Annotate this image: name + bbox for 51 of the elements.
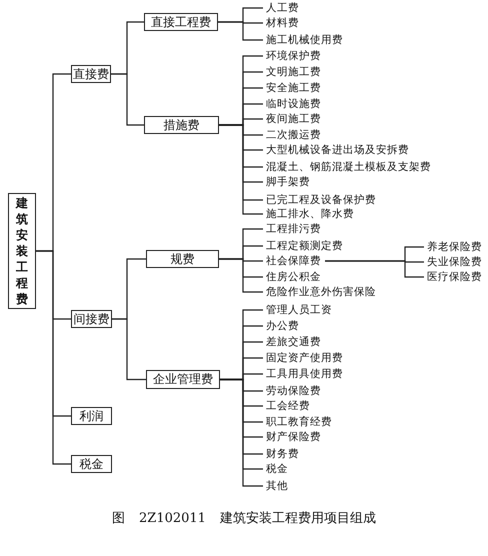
category-box: 利润 xyxy=(71,407,112,425)
item-label: 材料费 xyxy=(266,16,299,30)
item-label: 职工教育经费 xyxy=(266,415,332,429)
item-label: 社会保障费 xyxy=(266,254,321,268)
root-box: 建筑安装工程费 xyxy=(8,193,36,309)
figure-caption: 图 2Z102011 建筑安装工程费用项目组成 xyxy=(110,510,378,527)
category-box: 措施费 xyxy=(144,116,219,134)
item-label: 其他 xyxy=(266,479,288,493)
item-label: 文明施工费 xyxy=(266,65,321,79)
item-label: 财产保险费 xyxy=(266,430,321,444)
item-label: 施工排水、降水费 xyxy=(266,207,354,221)
category-box: 间接费 xyxy=(71,310,112,328)
category-box: 规费 xyxy=(146,250,219,268)
item-label: 工程排污费 xyxy=(266,222,321,236)
item-label: 固定资产使用费 xyxy=(266,351,343,365)
item-label: 养老保险费 xyxy=(427,240,482,254)
connector-line xyxy=(36,250,71,465)
category-box: 直接费 xyxy=(71,65,111,83)
connector-line xyxy=(325,260,424,278)
item-label: 工具用具使用费 xyxy=(266,367,343,381)
category-box: 税金 xyxy=(71,455,112,473)
item-label: 办公费 xyxy=(266,319,299,333)
connector-line xyxy=(218,21,263,41)
item-label: 人工费 xyxy=(266,1,299,15)
item-label: 工程定额测定费 xyxy=(266,239,343,253)
item-label: 工会经费 xyxy=(266,399,310,413)
item-label: 失业保险费 xyxy=(427,255,482,269)
item-label: 脚手架费 xyxy=(266,175,310,189)
item-label: 差旅交通费 xyxy=(266,335,321,349)
item-label: 二次搬运费 xyxy=(266,128,321,142)
connector-line xyxy=(112,318,146,380)
item-label: 危险作业意外伤害保险 xyxy=(266,285,376,299)
item-label: 税金 xyxy=(266,462,288,476)
item-label: 住房公积金 xyxy=(266,270,321,284)
connector-line xyxy=(219,124,263,215)
item-label: 混凝土、钢筋混凝土模板及支架费 xyxy=(266,160,431,174)
item-label: 夜间施工费 xyxy=(266,112,321,126)
item-label: 财务费 xyxy=(266,447,299,461)
item-label: 劳动保险费 xyxy=(266,384,321,398)
item-label: 已完工程及设备保护费 xyxy=(266,193,376,207)
item-label: 临时设施费 xyxy=(266,97,321,111)
item-label: 安全施工费 xyxy=(266,81,321,95)
item-label: 管理人员工资 xyxy=(266,303,332,317)
category-box: 直接工程费 xyxy=(144,13,218,31)
connector-line xyxy=(111,73,144,126)
item-label: 施工机械使用费 xyxy=(266,33,343,47)
item-label: 医疗保险费 xyxy=(427,270,482,284)
item-label: 环境保护费 xyxy=(266,49,321,63)
connector-line xyxy=(219,258,263,293)
item-label: 大型机械设备进出场及安拆费 xyxy=(266,143,409,157)
category-box: 企业管理费 xyxy=(146,370,220,389)
